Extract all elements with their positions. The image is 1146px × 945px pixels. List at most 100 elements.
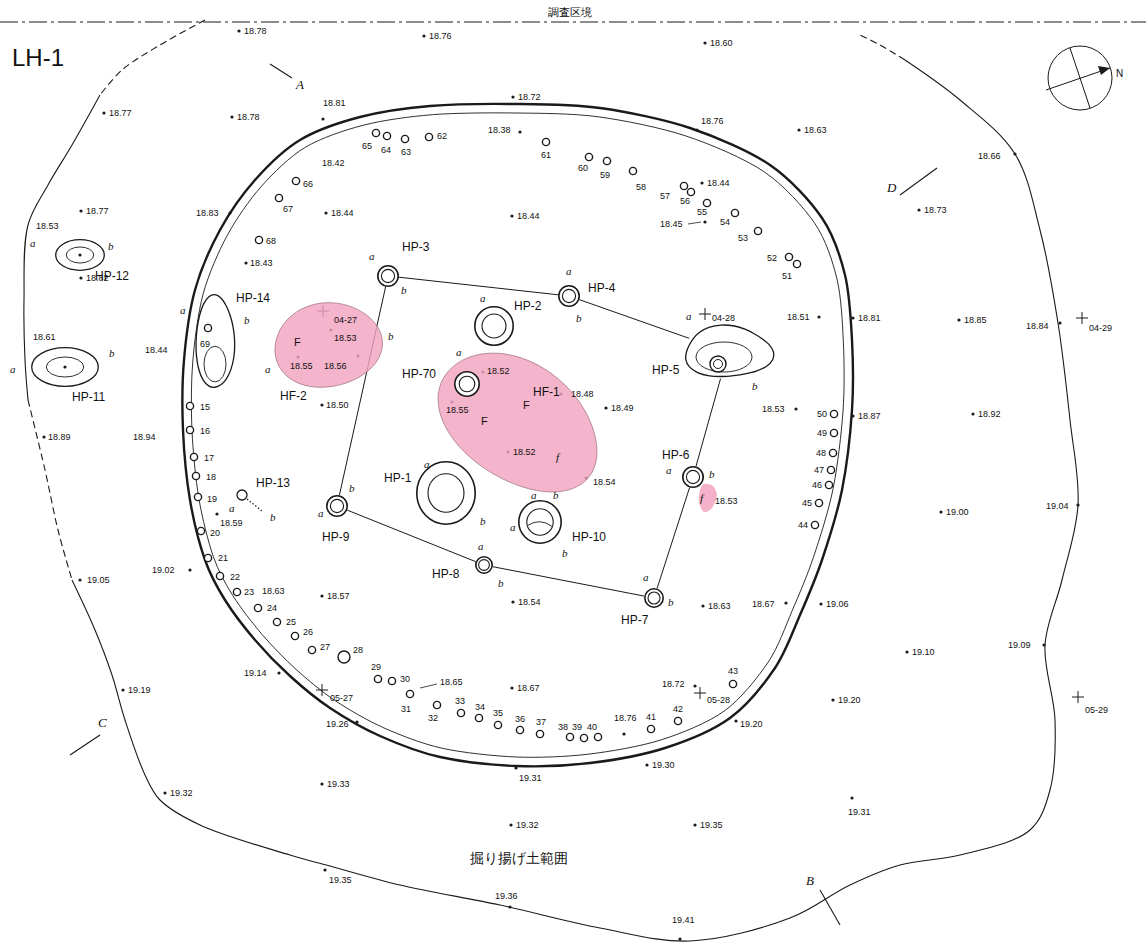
- feature-shape: [378, 266, 398, 286]
- pit-outline: [559, 286, 579, 306]
- level-point: [703, 41, 706, 44]
- elevation-label: 18.59: [220, 519, 243, 528]
- elevation-label: 19.20: [838, 696, 861, 705]
- level-point: [850, 796, 853, 799]
- pit-bottom: [710, 356, 726, 372]
- pit-number: 16: [200, 427, 210, 436]
- pit-bottom: [648, 592, 660, 604]
- area-label: 掘り揚げ土範囲: [470, 851, 568, 865]
- small-pit: [338, 651, 350, 663]
- leader-line: [420, 684, 437, 688]
- pit-number: 50: [817, 410, 827, 419]
- pit-feature: HP-7: [644, 588, 664, 608]
- post-line: [579, 300, 689, 339]
- pit-outline: [378, 266, 398, 286]
- feature-id: LH-1: [12, 46, 64, 70]
- small-pit: [204, 554, 211, 561]
- pit-bottom: [479, 560, 490, 571]
- level-point: [277, 671, 280, 674]
- feature-shape: [686, 325, 774, 376]
- pit-number: 59: [600, 171, 610, 180]
- pit-feature: HP-9: [326, 495, 348, 517]
- pit-number: 30: [400, 675, 410, 684]
- pit-bottom: [66, 247, 94, 263]
- elevation-label: 19.05: [87, 576, 110, 585]
- level-point: [78, 253, 81, 256]
- post-line: [696, 379, 721, 467]
- level-point: [320, 782, 323, 785]
- level-point: [188, 568, 191, 571]
- elevation-label: 19.35: [700, 821, 723, 830]
- section-mark: a: [666, 465, 672, 476]
- pit-number: 29: [371, 663, 381, 672]
- feature-shape: [476, 557, 492, 573]
- level-point: [794, 407, 797, 410]
- pit-bottom: [714, 360, 723, 369]
- elevation-label: 18.53: [334, 334, 357, 343]
- pit-outline: [327, 496, 347, 516]
- pit-number: 24: [267, 604, 277, 613]
- pit-number: 43: [728, 667, 738, 676]
- level-point: [905, 650, 908, 653]
- section-line: [270, 64, 292, 78]
- feature-outline: [518, 500, 562, 544]
- grid-cross: [699, 308, 711, 320]
- level-point: [518, 130, 521, 133]
- section-line: [70, 735, 100, 755]
- level-point: [163, 791, 166, 794]
- grid-label: 04-28: [712, 314, 735, 323]
- elevation-label: 19.26: [326, 720, 349, 729]
- grid-cross: [1072, 691, 1084, 703]
- section-mark: b: [401, 285, 407, 296]
- level-point: [215, 512, 218, 515]
- feature-outline: [474, 306, 514, 346]
- level-point: [678, 937, 681, 940]
- section-mark: a: [531, 490, 537, 501]
- elevation-label: 18.66: [978, 152, 1001, 161]
- small-pit: [629, 167, 636, 174]
- elevation-label: 18.50: [326, 401, 349, 410]
- feature-shape: [559, 286, 579, 306]
- pit-bottom: [46, 357, 83, 377]
- pit-bottom: [686, 470, 699, 483]
- fill-mark: f: [556, 452, 559, 463]
- pit-outline: [645, 589, 663, 607]
- pit-bottom: [527, 509, 553, 535]
- feature-outline: [644, 588, 664, 608]
- section-mark: a: [480, 293, 486, 304]
- compass-arrow: [1098, 66, 1110, 75]
- section-mark: b: [752, 381, 758, 392]
- pit-number: 66: [303, 180, 313, 189]
- elevation-label: 18.82: [86, 274, 109, 283]
- pit-number: 55: [697, 208, 707, 217]
- feature-shape: [196, 295, 235, 388]
- pit-number: 40: [587, 723, 597, 732]
- feature-shape: [519, 501, 561, 543]
- dwelling-outline: [182, 104, 853, 766]
- spoil-boundary: [72, 60, 1078, 941]
- feature-shape: [645, 589, 663, 607]
- pit-number: 58: [636, 183, 646, 192]
- elevation-label: 18.52: [513, 448, 536, 457]
- elevation-label: 18.87: [858, 412, 881, 421]
- small-pit: [204, 324, 211, 331]
- pit-number: 37: [536, 718, 546, 727]
- level-point: [422, 34, 425, 37]
- elevation-label: 19.30: [652, 761, 675, 770]
- elevation-label: 18.73: [924, 206, 947, 215]
- level-point: [1058, 321, 1061, 324]
- pit-number: 49: [817, 429, 827, 438]
- level-point: [1013, 152, 1016, 155]
- pit-number: 38: [558, 723, 568, 732]
- elevation-label: 19.36: [495, 892, 518, 901]
- elevation-label: 18.56: [324, 362, 347, 371]
- elevation-label: 18.67: [517, 684, 540, 693]
- pit-number: 34: [475, 703, 485, 712]
- grid-label: 05-28: [707, 696, 730, 705]
- feature-shape: [455, 372, 479, 396]
- elevation-label: 18.94: [133, 433, 156, 442]
- level-point: [1042, 643, 1045, 646]
- pit-number: 62: [437, 132, 447, 141]
- elevation-label: 18.83: [196, 209, 219, 218]
- small-pit: [785, 253, 792, 260]
